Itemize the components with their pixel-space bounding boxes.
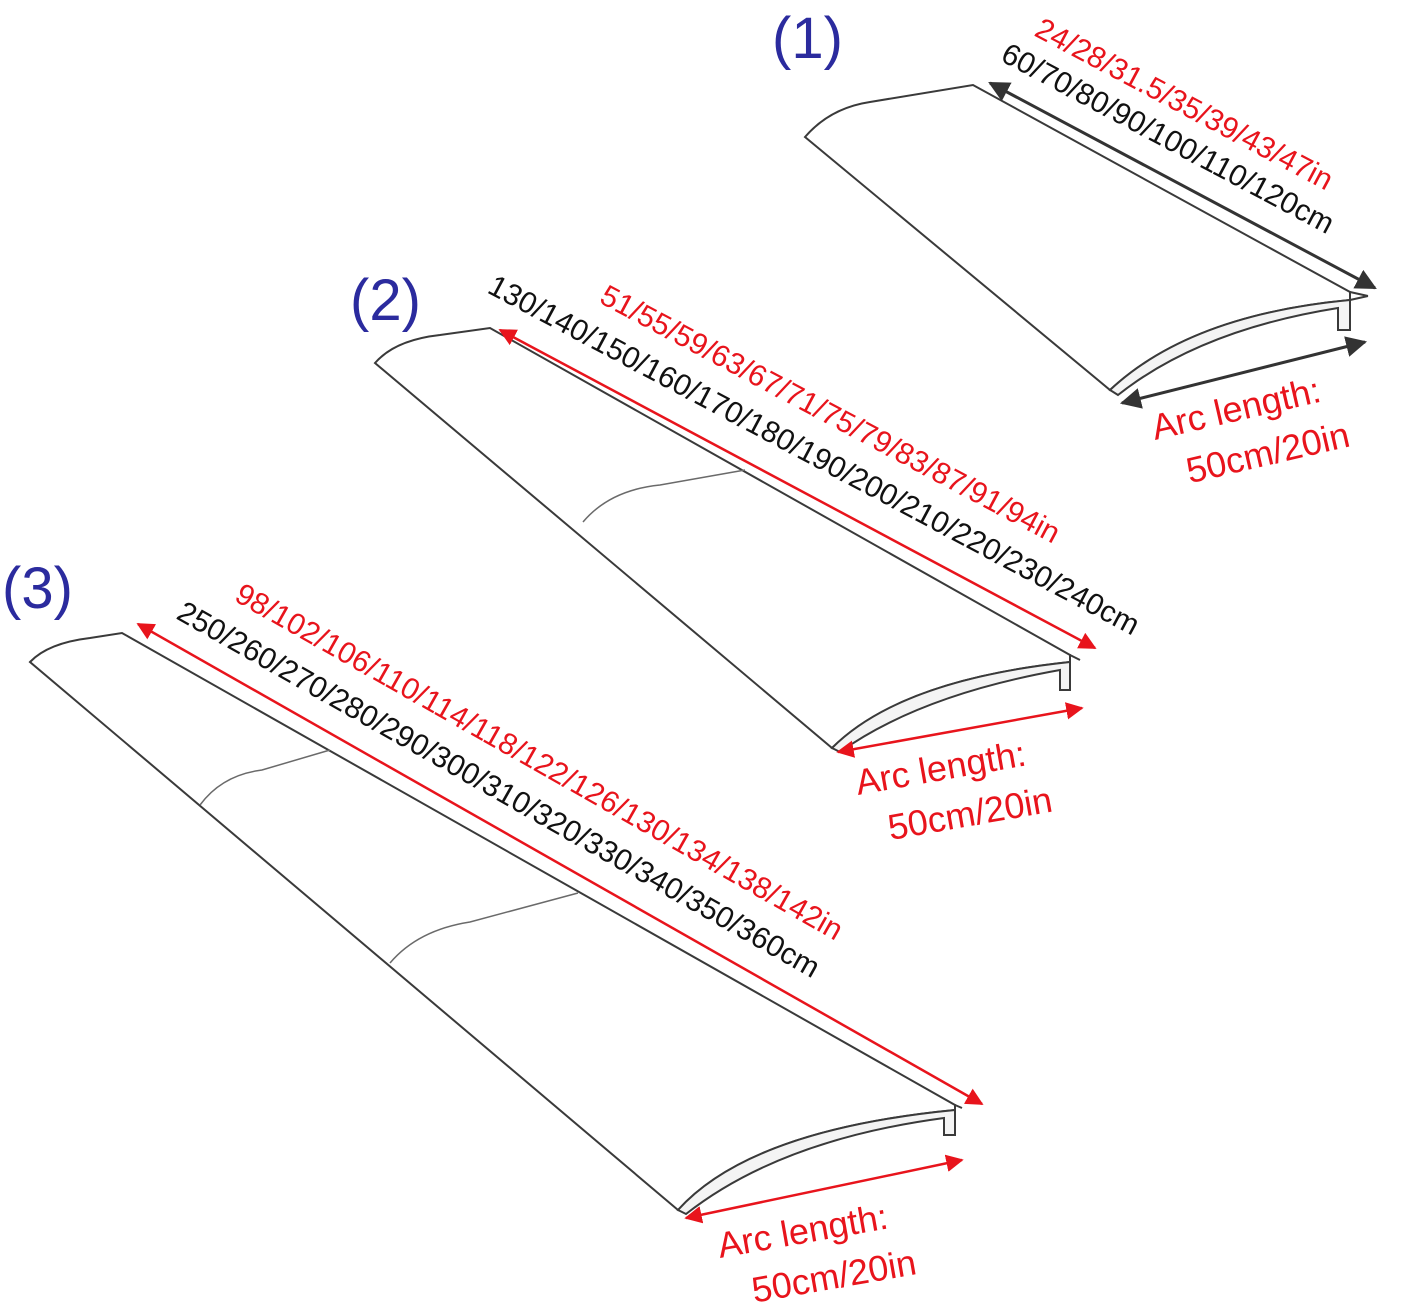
product-number-label: (3) <box>2 556 73 621</box>
product-number-label: (2) <box>350 268 421 333</box>
arc-length-arrow <box>684 1154 964 1224</box>
length-arrow <box>498 328 1097 650</box>
length-arrow <box>136 622 984 1106</box>
arc-length-arrow <box>1119 336 1368 409</box>
length-arrow <box>988 81 1377 290</box>
product-number-label: (1) <box>772 6 843 71</box>
